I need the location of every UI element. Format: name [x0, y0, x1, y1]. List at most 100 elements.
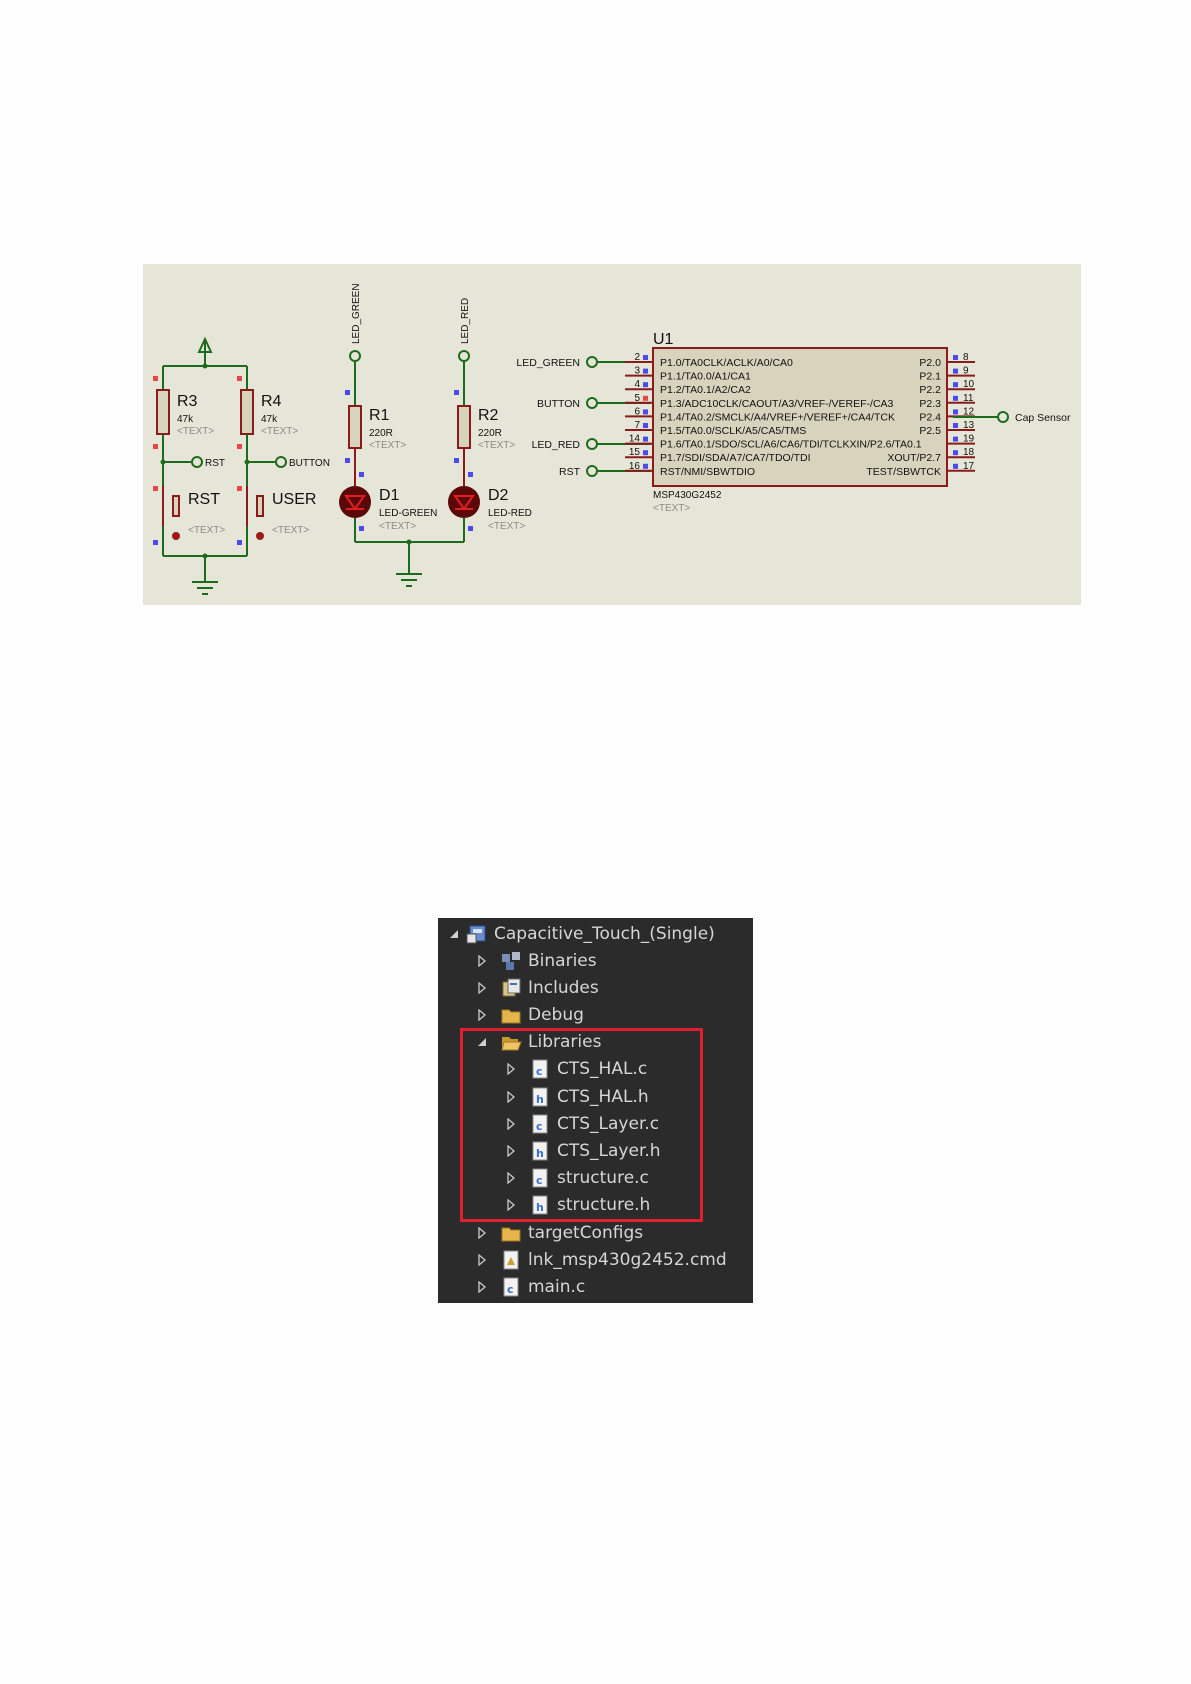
tree-item[interactable]: lnk_msp430g2452.cmd: [474, 1246, 727, 1273]
expand-arrow-icon[interactable]: [503, 1143, 519, 1159]
tree-item[interactable]: targetConfigs: [474, 1219, 643, 1246]
u1-input-terminals: LED_GREEN BUTTON LED_RED RST: [516, 356, 651, 478]
chip-right-pin-marker: [953, 355, 958, 360]
r1-text: <TEXT>: [369, 440, 406, 451]
rst-label: RST: [205, 458, 225, 469]
c-file-icon: c: [529, 1113, 551, 1135]
chip-right-pin-label: P2.0: [919, 357, 941, 369]
button-terminal: [275, 456, 287, 468]
chip-right-pin-number: 17: [963, 461, 975, 472]
u1-led-red-label: LED_RED: [532, 439, 581, 451]
chip-left-pin-marker: [643, 423, 648, 428]
chip-right-pin-label: P2.5: [919, 425, 941, 437]
chip-left-pin-marker: [643, 395, 648, 401]
expand-arrow-icon[interactable]: [474, 953, 490, 969]
d1-ref: D1: [379, 487, 400, 504]
chip-right-pin-number: 19: [963, 434, 975, 445]
tree-item-label: Debug: [528, 1004, 584, 1025]
chip-left-pin-marker: [643, 409, 648, 415]
includes-icon: [500, 977, 522, 999]
tree-item-label: CTS_Layer.h: [557, 1140, 661, 1161]
expand-arrow-icon[interactable]: [474, 1007, 490, 1023]
expand-arrow-icon[interactable]: [446, 926, 462, 942]
u1-ref: U1: [653, 331, 674, 348]
switch-user: [246, 486, 264, 556]
h-file-icon: h: [529, 1086, 551, 1108]
collapse-arrow-icon[interactable]: [474, 1034, 490, 1050]
chip-right-pin-marker: [953, 382, 958, 388]
expand-arrow-icon[interactable]: [474, 1252, 490, 1268]
chip-left-pin-number: 2: [634, 352, 640, 363]
r1-value: 220R: [369, 428, 393, 439]
u1-rst-label: RST: [559, 466, 581, 478]
chip-right-pin-label: P2.3: [919, 398, 941, 410]
expand-arrow-icon[interactable]: [503, 1170, 519, 1186]
folder-icon: [500, 1004, 522, 1026]
chip-right-pin-marker: [953, 463, 958, 469]
expand-arrow-icon[interactable]: [503, 1197, 519, 1213]
chip-right-pin-number: 8: [963, 352, 969, 363]
led-d1: D1 LED-GREEN <TEXT>: [339, 486, 437, 532]
chip-left-pin-marker: [643, 355, 648, 360]
chip-left-pin-number: 7: [634, 420, 640, 431]
tree-root[interactable]: Capacitive_Touch_(Single): [446, 920, 715, 947]
libraries-highlight-box: [460, 1028, 703, 1222]
h-file-icon: h: [529, 1140, 551, 1162]
svg-text:h: h: [536, 1147, 544, 1160]
tree-item[interactable]: Binaries: [474, 947, 597, 974]
chip-right-pin-marker: [953, 450, 958, 456]
chip-right-pin-marker: [953, 368, 958, 374]
u1-text: <TEXT>: [653, 503, 690, 514]
chip-left-pin-marker: [643, 450, 648, 456]
expand-arrow-icon[interactable]: [474, 1279, 490, 1295]
resistor-r3: R3 47k <TEXT>: [153, 376, 214, 504]
expand-arrow-icon[interactable]: [474, 1225, 490, 1241]
svg-text:c: c: [536, 1174, 543, 1187]
cap-sensor-label: Cap Sensor: [1015, 412, 1071, 424]
tree-root-label: Capacitive_Touch_(Single): [494, 923, 715, 944]
folder-open-icon: [500, 1031, 522, 1053]
rst-switch-ref: RST: [188, 491, 220, 508]
tree-item-label: Binaries: [528, 950, 597, 971]
tree-item-label: lnk_msp430g2452.cmd: [528, 1249, 727, 1270]
u1-part: MSP430G2452: [653, 490, 722, 501]
folder-icon: [500, 1222, 522, 1244]
r2-value: 220R: [478, 428, 502, 439]
switch-rst: [162, 486, 180, 556]
tree-item-label: main.c: [528, 1276, 586, 1297]
expand-arrow-icon[interactable]: [503, 1116, 519, 1132]
tree-item[interactable]: Includes: [474, 974, 599, 1001]
tree-item[interactable]: h CTS_Layer.h: [503, 1137, 661, 1164]
d2-text: <TEXT>: [488, 521, 525, 532]
tree-item[interactable]: Libraries: [474, 1029, 601, 1056]
r4-ref: R4: [261, 393, 282, 410]
expand-arrow-icon[interactable]: [503, 1089, 519, 1105]
project-icon: [466, 923, 488, 945]
chip-left-pin-label: P1.1/TA0.0/A1/CA1: [660, 371, 751, 383]
tree-item-label: CTS_HAL.c: [557, 1059, 648, 1080]
chip-right-pin-number: 13: [963, 420, 975, 431]
r2-ref: R2: [478, 407, 499, 424]
u1-led-green-label: LED_GREEN: [516, 357, 580, 369]
tree-item[interactable]: Debug: [474, 1001, 584, 1028]
r3-text: <TEXT>: [177, 426, 214, 437]
chip-left-pin-number: 16: [629, 461, 641, 472]
chip-right-pin-marker: [953, 436, 958, 442]
resistor-r4: R4 47k <TEXT>: [237, 376, 298, 504]
svg-text:c: c: [536, 1120, 543, 1133]
resistor-r1: R1 220R <TEXT>: [348, 405, 406, 451]
tree-item-label: Libraries: [528, 1032, 602, 1053]
expand-arrow-icon[interactable]: [474, 980, 490, 996]
chip-right-pin-number: 18: [963, 447, 975, 458]
expand-arrow-icon[interactable]: [503, 1061, 519, 1077]
chip-left-pin-label: P1.5/TA0.0/SCLK/A5/CA5/TMS: [660, 425, 806, 437]
